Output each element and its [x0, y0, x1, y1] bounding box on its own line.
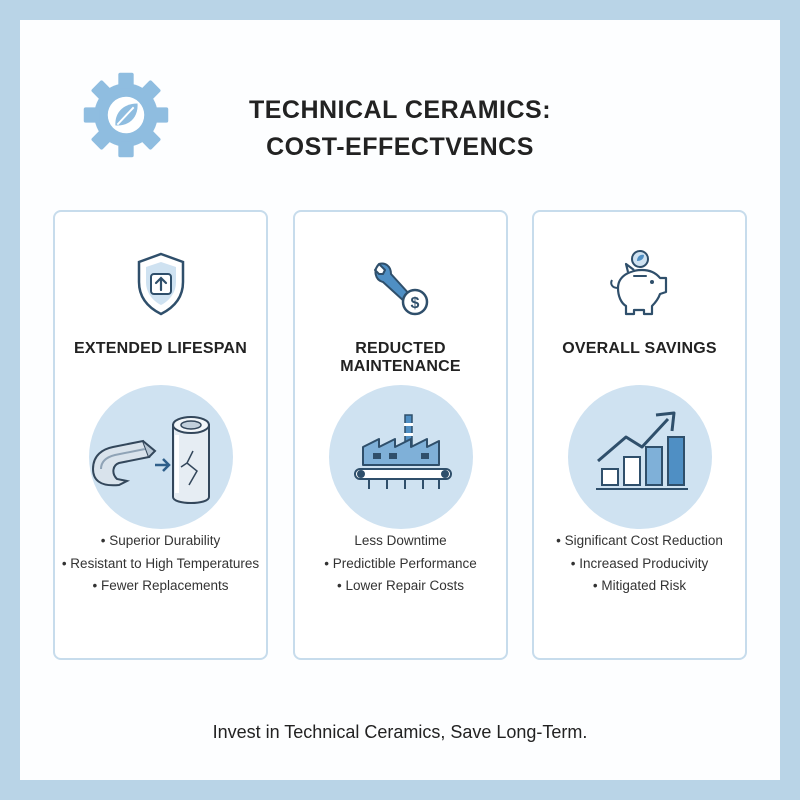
list-item: • Superior Durability [100, 533, 221, 548]
wrench-dollar-icon: $ [373, 262, 428, 316]
card-reduced-maintenance: $ REDUCTED MAINTENANCE Less Downtime • P… [293, 210, 508, 660]
ceramic-cylinder-bent-metal-icon [91, 416, 210, 504]
shield-up-arrow-icon [137, 252, 184, 316]
list-item: • Resistant to High Temperatures [61, 555, 260, 571]
title-line-1: TECHNICAL CERAMICS: [248, 96, 552, 124]
card-extended-lifespan: EXTENDED LIFESPAN • Superior Durability … [53, 210, 268, 660]
rising-bar-chart-icon [595, 411, 688, 490]
list-item: • Fewer Replacements [92, 578, 229, 593]
illustration-circle [567, 385, 712, 529]
title-line-2: COST-EFFECTVENCS [266, 133, 534, 161]
list-item: Less Downtime [354, 533, 447, 548]
card-overall-savings: OVERALL SAVINGS • Significant Cost Reduc… [532, 210, 747, 660]
infographic-frame: TECHNICAL CERAMICS: COST-EFFECTVENCS EXT… [20, 20, 780, 780]
svg-text:$: $ [410, 295, 419, 312]
footer-tagline: Invest in Technical Ceramics, Save Long-… [212, 722, 588, 742]
bullet-list: Less Downtime • Predictible Performance … [295, 530, 506, 598]
list-item: • Increased Producivity [570, 555, 709, 571]
list-item: • Mitigated Risk [592, 578, 687, 593]
page-title: TECHNICAL CERAMICS: COST-EFFECTVENCS [190, 92, 610, 166]
piggy-bank-icon [609, 250, 667, 316]
card-title: REDUCTED MAINTENANCE [340, 340, 461, 375]
list-item: • Lower Repair Costs [336, 578, 465, 593]
illustration-circle [328, 385, 473, 529]
illustration-circle [88, 385, 233, 529]
bullet-list: • Significant Cost Reduction • Increased… [534, 530, 745, 598]
factory-conveyor-icon [353, 414, 452, 489]
card-title: EXTENDED LIFESPAN [74, 340, 247, 357]
gear-leaf-icon [83, 72, 169, 158]
list-item: • Predictible Performance [324, 555, 477, 571]
bullet-list: • Superior Durability • Resistant to Hig… [55, 530, 266, 598]
list-item: • Significant Cost Reduction [556, 533, 723, 548]
card-title: OVERALL SAVINGS [562, 340, 717, 357]
